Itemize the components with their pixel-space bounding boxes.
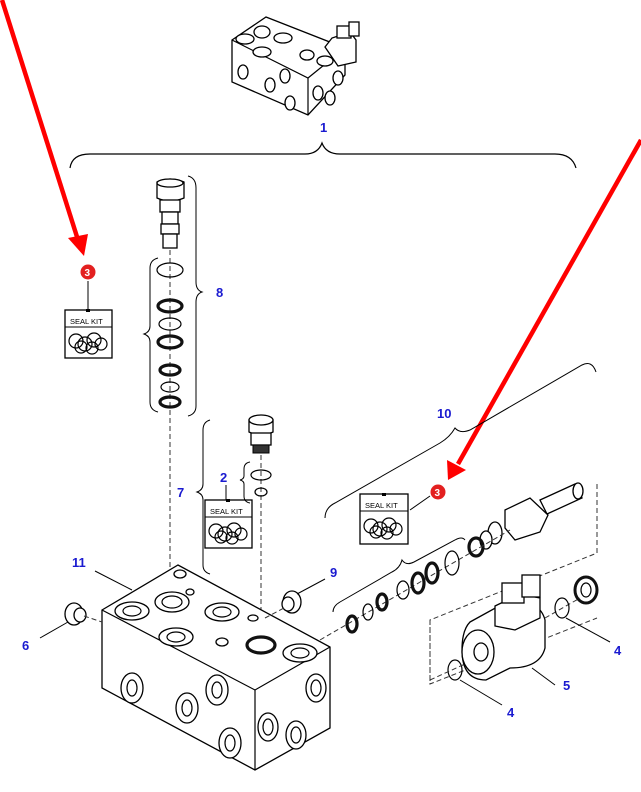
oring-upper: [554, 597, 570, 619]
callout-2: 2: [220, 470, 227, 485]
brace-seal-stack: [332, 537, 466, 613]
cartridge-valve-large: [156, 178, 185, 600]
cartridge-valve-small: [248, 414, 274, 640]
seal-kit-label: SEAL KIT: [210, 507, 243, 516]
solenoid-coil: [461, 574, 546, 681]
callout-11: 11: [72, 555, 86, 570]
coil-nut: [573, 575, 599, 605]
seal-kit-box-right: SEAL KIT: [359, 493, 409, 545]
callout-4-upper: 4: [614, 643, 622, 658]
callout-10: 10: [437, 406, 451, 421]
brace-group-1: [69, 141, 577, 169]
marker-3-left: 3: [85, 268, 91, 279]
seal-kit-label: SEAL KIT: [365, 501, 398, 510]
callout-4-lower: 4: [507, 705, 515, 720]
valve-body: [101, 564, 331, 771]
callout-5: 5: [563, 678, 570, 693]
seal-kit-box-left: SEAL KIT: [64, 309, 113, 359]
brace-group-7-outer: [195, 419, 211, 575]
brace-group-8-inner: [142, 257, 159, 413]
highlight-arrow-right: [447, 138, 641, 480]
brace-group-10: [324, 363, 597, 519]
plug-right: [281, 590, 302, 614]
marker-3-right: 3: [435, 488, 441, 499]
callout-1: 1: [320, 120, 327, 135]
seal-kit-box-middle: SEAL KIT: [204, 499, 253, 549]
solenoid-seal-stack: [345, 550, 460, 634]
highlight-arrow-left: [0, 0, 88, 256]
solenoid-valve-cartridge: [467, 482, 584, 558]
seal-kit-marker-left: 3: [80, 264, 96, 280]
oring-lower: [447, 659, 463, 681]
callout-9: 9: [330, 565, 337, 580]
seal-kit-marker-right: 3: [430, 484, 446, 500]
plug-left: [64, 602, 87, 626]
callout-8: 8: [216, 285, 223, 300]
brace-group-8-outer: [187, 175, 204, 417]
brace-group-7-inner: [239, 461, 251, 504]
callout-6: 6: [22, 638, 29, 653]
callout-7: 7: [177, 485, 184, 500]
seal-kit-label: SEAL KIT: [70, 317, 103, 326]
block-assembly-illustration: [231, 16, 360, 116]
